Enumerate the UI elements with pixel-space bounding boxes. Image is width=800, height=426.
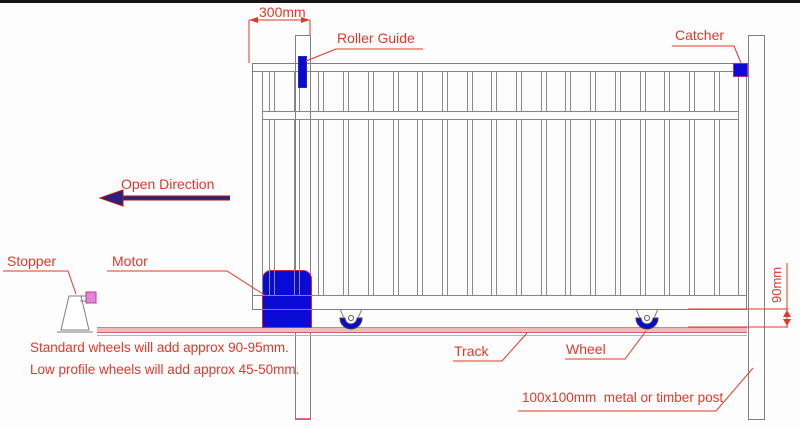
gate-picket <box>367 120 374 295</box>
gate-picket <box>392 120 399 295</box>
gate-mid-rail-top-line <box>262 111 739 112</box>
gate-picket <box>318 72 325 111</box>
stopper-label: Stopper <box>7 253 57 269</box>
note-low-profile-wheels: Low profile wheels will add approx 45-50… <box>30 362 300 377</box>
gate-picket <box>713 120 720 295</box>
wheel-rim <box>339 317 363 330</box>
wheel-rim <box>635 317 659 330</box>
post-label: 100x100mm metal or timber post <box>522 390 724 405</box>
wheel-bracket-line <box>654 309 659 318</box>
wheel-axle <box>348 315 354 321</box>
wheel-bracket-line <box>339 309 344 318</box>
stopper-leader-line <box>3 270 77 295</box>
gate-picket <box>639 120 646 295</box>
stopper-device <box>57 291 97 333</box>
catcher-label: Catcher <box>675 27 725 43</box>
gate-picket <box>417 72 424 111</box>
gate-frame <box>252 63 747 310</box>
gate-picket <box>293 72 300 111</box>
right-support-post <box>748 35 765 420</box>
roller-guide <box>298 56 307 88</box>
open-direction-label: Open Direction <box>121 176 215 192</box>
gate-picket <box>293 120 300 295</box>
gate-picket <box>466 72 473 111</box>
dim-90-arrow-down <box>783 319 791 326</box>
roller-guide-leader-line <box>305 48 423 62</box>
gate-picket <box>664 72 671 111</box>
left-post-base-line <box>295 418 311 419</box>
gate-picket <box>516 72 522 111</box>
gate-picket <box>540 120 547 295</box>
gate-picket <box>466 120 473 295</box>
roller-guide-label: Roller Guide <box>337 30 415 46</box>
track-label: Track <box>454 343 489 359</box>
gate-picket <box>688 72 695 111</box>
window-top-edge <box>0 0 800 3</box>
track-shadow-line <box>97 335 747 336</box>
gate-picket <box>713 72 720 111</box>
gate-picket <box>441 120 448 295</box>
motor-leader-line <box>107 270 267 297</box>
dim-90-arrow-up <box>783 310 791 317</box>
open-arrow-head <box>98 189 124 207</box>
gate-picket <box>565 72 572 111</box>
stopper-body <box>60 295 90 331</box>
gate-picket <box>590 120 597 295</box>
note-standard-wheels: Standard wheels will add approx 90-95mm. <box>30 340 289 355</box>
dim-90-label: 90mm <box>769 266 784 303</box>
motor-label: Motor <box>112 253 148 269</box>
gate-picket <box>269 120 275 295</box>
wheel-bracket-line <box>358 309 363 318</box>
wheel-front <box>339 309 363 330</box>
gate-picket <box>664 120 671 295</box>
gate-picket <box>516 120 522 295</box>
left-support-post <box>295 35 311 420</box>
gate-picket <box>417 120 424 295</box>
gate-picket <box>269 72 275 111</box>
gate-bottom-rail-line <box>253 295 746 296</box>
track <box>97 327 747 333</box>
open-direction-arrow <box>98 189 230 207</box>
motor <box>262 270 312 328</box>
gate-left-stile-line <box>262 71 263 295</box>
catcher <box>733 63 748 77</box>
gate-picket <box>343 120 350 295</box>
wheel-label: Wheel <box>566 341 606 357</box>
dim-300-arrow-left <box>249 17 258 23</box>
wheel-axle <box>644 315 650 321</box>
wheel-rear <box>635 309 659 330</box>
gate-picket <box>392 72 399 111</box>
gate-picket <box>441 72 448 111</box>
wheel-bracket-line <box>635 309 640 318</box>
stopper-rubber-pad <box>85 291 97 304</box>
dim-300-label: 300mm <box>259 4 306 20</box>
gate-picket <box>688 120 695 295</box>
gate-picket <box>540 72 547 111</box>
gate-right-stile-line <box>738 71 739 295</box>
catcher-leader-line <box>672 45 742 64</box>
gate-picket <box>590 72 597 111</box>
gate-picket <box>614 120 621 295</box>
gate-picket <box>491 120 498 295</box>
gate-picket <box>614 72 621 111</box>
gate-picket <box>343 72 350 111</box>
gate-top-rail-line <box>253 71 746 72</box>
gate-mid-rail-bottom-line <box>262 119 739 120</box>
gate-picket <box>318 120 325 295</box>
gate-picket <box>491 72 498 111</box>
gate-picket <box>367 72 374 111</box>
gate-picket <box>639 72 646 111</box>
gate-picket <box>565 120 572 295</box>
